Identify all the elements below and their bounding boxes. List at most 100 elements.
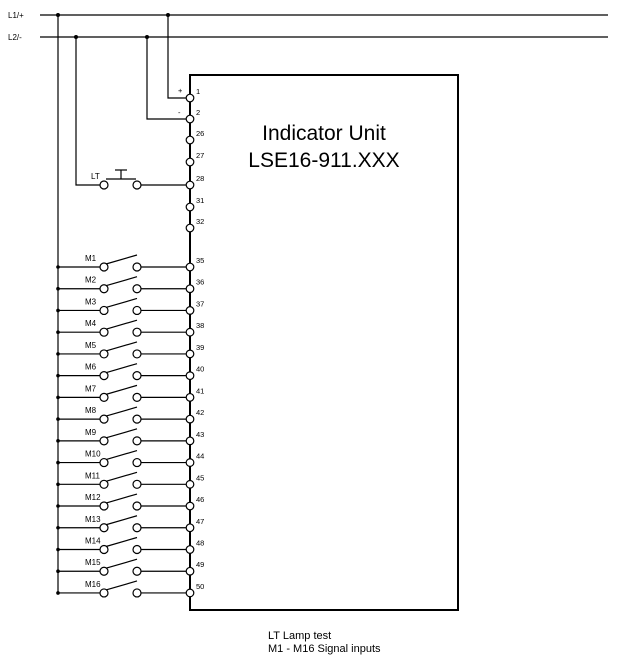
switch-contact xyxy=(99,588,109,598)
supply-rails: L1/+ L2/- xyxy=(8,11,608,42)
signal-input-label: M15 xyxy=(85,558,101,567)
wire-l2-to-lamp-test xyxy=(75,37,100,186)
power-sign-minus: - xyxy=(178,108,181,117)
switch-blade xyxy=(105,276,138,287)
signal-input-label: M1 xyxy=(85,254,97,263)
terminal xyxy=(185,93,195,103)
unit-model: LSE16-911.XXX xyxy=(248,149,399,172)
legend-lamp-test: LT Lamp test xyxy=(268,630,331,642)
rail-l2-label: L2/- xyxy=(8,33,22,42)
junction-dot xyxy=(74,35,78,39)
terminal xyxy=(185,202,195,212)
terminal-number: 46 xyxy=(196,495,204,504)
terminal-number: 41 xyxy=(196,386,204,395)
switch-contact xyxy=(99,436,109,446)
switch-contact xyxy=(132,392,142,402)
switch-contact xyxy=(132,544,142,555)
junction-dot xyxy=(166,13,170,17)
switch-blade xyxy=(105,471,138,482)
terminal-number: 27 xyxy=(196,151,204,160)
terminal xyxy=(185,566,195,576)
terminal-number: 37 xyxy=(196,299,204,308)
terminal-number: 49 xyxy=(196,560,204,569)
switch-blade xyxy=(105,297,138,309)
switch-blade xyxy=(105,254,138,265)
switch-blade xyxy=(105,536,138,548)
switch-contact xyxy=(132,523,142,533)
switch-contact xyxy=(132,588,142,598)
terminal xyxy=(185,223,195,233)
switch-contact xyxy=(132,479,142,489)
switch-contact xyxy=(99,327,109,337)
switch-contact xyxy=(99,544,109,555)
terminal xyxy=(185,114,195,124)
terminal-number: 47 xyxy=(196,517,204,526)
switch-contact xyxy=(99,349,109,359)
switch-blade xyxy=(105,493,138,504)
terminal xyxy=(185,501,195,511)
signal-input-label: M10 xyxy=(85,450,101,459)
terminal xyxy=(185,262,195,272)
unit-title: Indicator Unit xyxy=(262,122,386,145)
switch-blade xyxy=(105,363,138,374)
terminal-number: 35 xyxy=(196,256,204,265)
switch-contact xyxy=(99,284,109,294)
switch-contact xyxy=(99,180,109,190)
signal-input-label: M13 xyxy=(85,515,101,524)
switch-contact xyxy=(132,457,142,468)
rail-l1-label: L1/+ xyxy=(8,11,24,20)
signal-input-label: M5 xyxy=(85,341,97,350)
terminal xyxy=(185,545,195,554)
terminal xyxy=(185,588,195,598)
legend: LT Lamp test M1 - M16 Signal inputs xyxy=(268,630,381,655)
terminal xyxy=(185,458,195,467)
switch-blade xyxy=(105,406,138,417)
switch-blade xyxy=(105,319,138,330)
switch-contact xyxy=(132,305,142,316)
signal-input-label: M9 xyxy=(85,428,97,437)
terminal-number: 43 xyxy=(196,430,204,439)
switch-contact xyxy=(132,414,142,424)
terminal-number: 44 xyxy=(196,452,204,461)
switch-contact xyxy=(132,262,142,272)
switch-contact xyxy=(99,305,109,316)
terminal xyxy=(185,135,195,145)
switch-blade xyxy=(105,558,138,569)
terminal xyxy=(185,523,195,533)
terminal xyxy=(185,349,195,359)
power-wiring: + - xyxy=(145,13,190,120)
switch-contact xyxy=(99,501,109,511)
switch-contact xyxy=(132,566,142,576)
terminal xyxy=(185,371,195,381)
terminal xyxy=(185,327,195,337)
switch-blade xyxy=(105,449,138,461)
switch-blade xyxy=(105,384,138,395)
switch-contact xyxy=(99,262,109,272)
signal-input-label: M3 xyxy=(85,297,97,306)
terminal xyxy=(185,392,195,402)
signal-input-label: M4 xyxy=(85,319,97,328)
switch-contact xyxy=(132,284,142,294)
terminal-number: 50 xyxy=(196,582,204,591)
switch-blade xyxy=(105,428,138,439)
signal-input-label: M16 xyxy=(85,580,101,589)
lamp-test-label: LT xyxy=(91,172,100,181)
terminal-number: 31 xyxy=(196,196,204,205)
terminal-number: 26 xyxy=(196,129,204,138)
unit-box xyxy=(189,74,459,611)
terminal xyxy=(185,157,195,167)
power-sign-plus: + xyxy=(178,86,183,95)
legend-signal-inputs: M1 - M16 Signal inputs xyxy=(268,643,381,655)
unit-terminals: 1226272831323536373839404142434445464748… xyxy=(185,87,204,598)
terminal xyxy=(185,306,195,315)
switch-contact xyxy=(99,414,109,424)
terminal-number: 48 xyxy=(196,538,204,547)
switch-contact xyxy=(99,523,109,533)
terminal-number: 40 xyxy=(196,365,204,374)
terminal-number: 28 xyxy=(196,174,204,183)
switch-contact xyxy=(99,566,109,576)
signal-input-label: M2 xyxy=(85,276,97,285)
signal-input-label: M11 xyxy=(85,471,101,480)
switch-contact xyxy=(132,349,142,359)
